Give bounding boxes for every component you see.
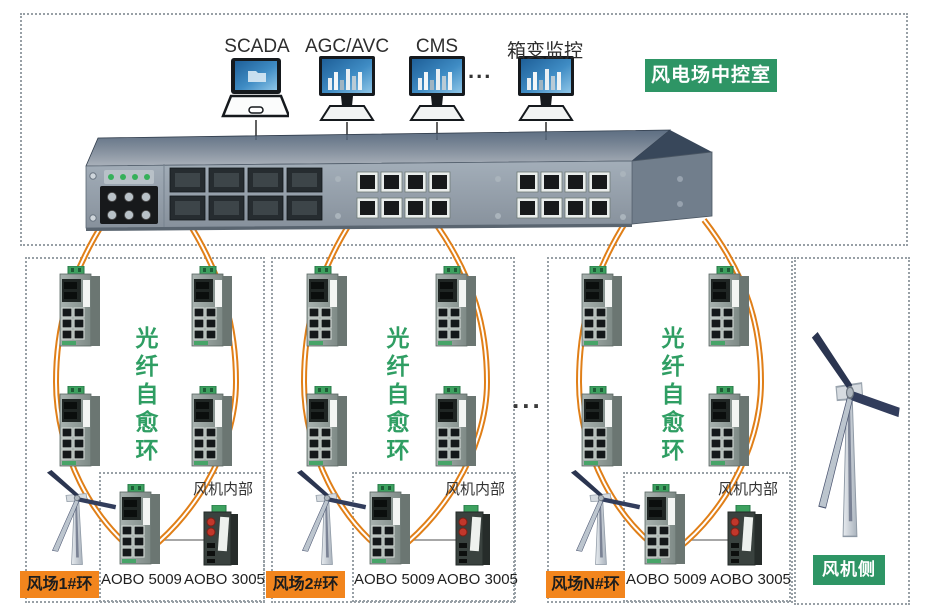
ring1-fiber-switch-tl (58, 266, 102, 348)
ring3-fiber-ring-text: 光纤自愈环 (658, 326, 684, 466)
ring2-fiber-ring-text: 光纤自愈环 (383, 326, 409, 466)
rackmount-switch-image (85, 129, 713, 231)
scada-computer (221, 58, 289, 122)
ring2-wind-turbine (286, 470, 368, 568)
ring1-aobo3005-label: AOBO 3005 (184, 571, 265, 588)
wind-turbine-icon (46, 470, 117, 565)
fiber-switch-icon (435, 386, 477, 467)
monitor-icon (517, 56, 575, 121)
ring1-turbine-internal-label: 风机内部 (192, 481, 253, 498)
fiber-switch-icon (581, 386, 623, 467)
fiber-switch-icon (191, 266, 233, 347)
fiber-switch-icon (708, 266, 750, 347)
fiber-switch-icon (59, 386, 101, 467)
control-room-badge: 风电场中控室 (645, 59, 777, 92)
agc-avc-label: AGC/AVC (304, 36, 390, 57)
ring1-fiber-switch-bl (58, 386, 102, 468)
fiber-switch-icon (306, 266, 348, 347)
cms-computer (407, 56, 467, 124)
box-transformer-label: 箱变监控 (506, 41, 583, 62)
ring2-aobo5009-label: AOBO 5009 (354, 571, 435, 588)
ring3-fiber-switch-tr (707, 266, 751, 348)
wind-turbine-icon (296, 470, 367, 565)
fiber-switch-icon (581, 266, 623, 347)
wind-turbine-icon (570, 470, 641, 565)
ring1-aobo3005-switch (202, 505, 240, 567)
monitor-icon (318, 56, 376, 121)
ring1-aobo5009-label: AOBO 5009 (101, 571, 182, 588)
ring1-fiber-switch-br (190, 386, 234, 468)
turbine-side-box (794, 257, 910, 605)
ring2-aobo5009-switch (368, 484, 412, 566)
ring2-fiber-switch-bl (305, 386, 349, 468)
monitor-icon (408, 56, 466, 121)
fiber-switch-icon (119, 484, 161, 565)
ring3-aobo3005-switch (726, 505, 764, 567)
ring3-aobo3005-label: AOBO 3005 (710, 571, 791, 588)
ring1-fiber-ring-text: 光纤自愈环 (132, 326, 158, 466)
ring2-fiber-switch-tl (305, 266, 349, 348)
ring3-fiber-switch-br (707, 386, 751, 468)
ring2-turbine-internal-label: 风机内部 (444, 481, 505, 498)
ring3-wind-turbine (560, 470, 642, 568)
ring2-fiber-switch-tr (434, 266, 478, 348)
cms-label: CMS (415, 36, 459, 57)
fiber-switch-icon (306, 386, 348, 467)
fiber-switch-icon (708, 386, 750, 467)
rings-ellipsis: ... (512, 384, 543, 414)
fiber-switch-icon (644, 484, 686, 565)
ring2-name-badge: 风场2#环 (266, 571, 345, 598)
fiber-switch-icon (191, 386, 233, 467)
ring1-name-badge: 风场1#环 (20, 571, 99, 598)
ring1-aobo5009-switch (118, 484, 162, 566)
ring3-fiber-switch-bl (580, 386, 624, 468)
ring2-aobo3005-label: AOBO 3005 (437, 571, 518, 588)
turbine-side-badge: 风机侧 (813, 555, 885, 585)
ring3-aobo5009-switch (643, 484, 687, 566)
ring3-name-badge: 风场N#环 (546, 571, 625, 598)
computers-ellipsis: ... (468, 58, 493, 83)
wind-turbine-icon (810, 332, 901, 538)
ring2-fiber-switch-br (434, 386, 478, 468)
ring3-turbine-internal-label: 风机内部 (717, 481, 778, 498)
ring3-aobo5009-label: AOBO 5009 (626, 571, 707, 588)
agc-avc-computer (317, 56, 377, 124)
ring2-aobo3005-switch (454, 505, 492, 567)
ring1-wind-turbine (36, 470, 118, 568)
scada-label: SCADA (224, 36, 290, 57)
media-converter-icon (203, 505, 239, 566)
laptop-icon (221, 58, 289, 118)
ring3-fiber-switch-tl (580, 266, 624, 348)
fiber-switch-icon (369, 484, 411, 565)
ring1-fiber-switch-tr (190, 266, 234, 348)
large-wind-turbine (798, 332, 902, 544)
media-converter-icon (727, 505, 763, 566)
box-transformer-computer (516, 56, 576, 124)
fiber-switch-icon (435, 266, 477, 347)
media-converter-icon (455, 505, 491, 566)
fiber-switch-icon (59, 266, 101, 347)
